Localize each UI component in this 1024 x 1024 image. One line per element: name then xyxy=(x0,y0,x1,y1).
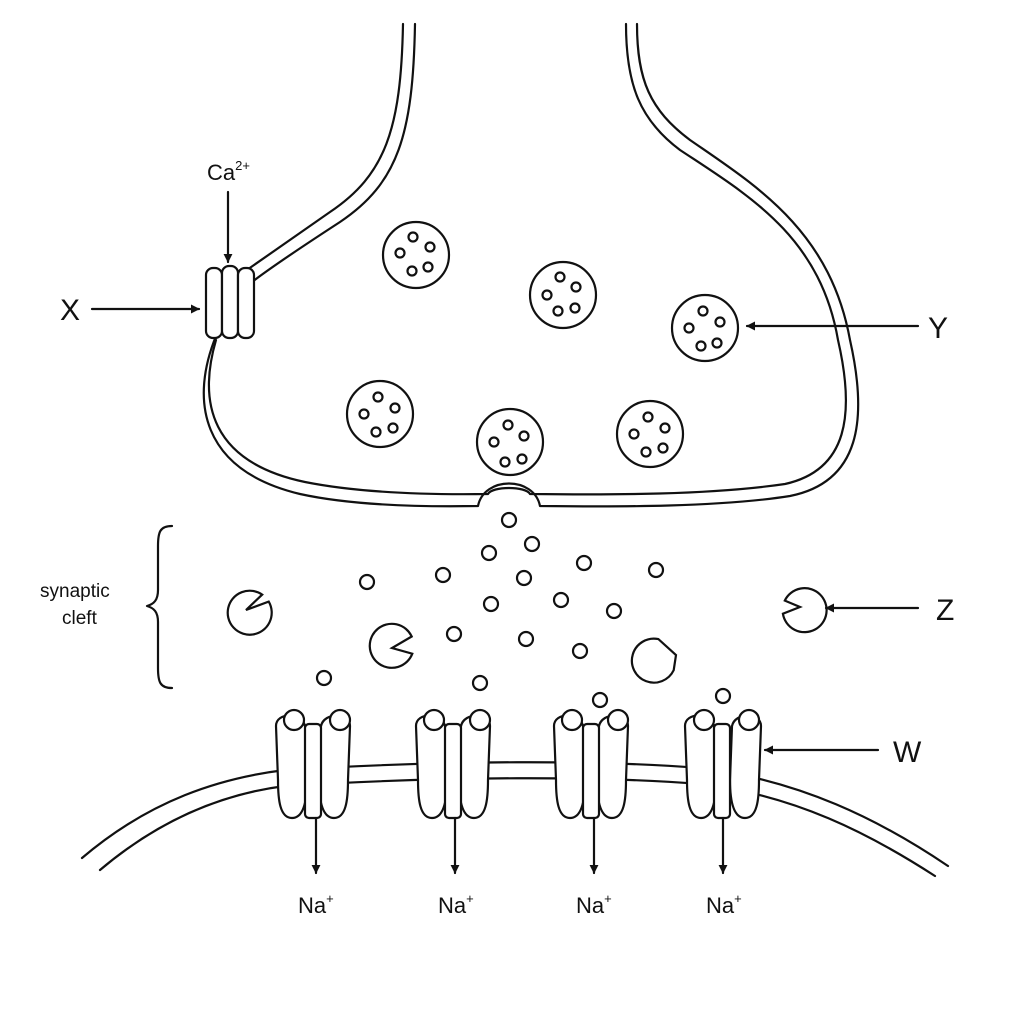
receptor-channel xyxy=(414,708,492,875)
enzymes xyxy=(226,587,828,684)
synaptic-vesicles xyxy=(345,220,740,477)
vesicle xyxy=(615,399,685,469)
label-synaptic: synaptic xyxy=(40,581,110,602)
presynaptic-terminal xyxy=(202,22,860,508)
enzyme xyxy=(630,637,678,684)
calcium-channel xyxy=(204,264,256,340)
vesicle xyxy=(381,220,451,290)
pointer-arrows xyxy=(90,190,920,755)
label-calcium: Ca2+ xyxy=(207,158,250,185)
receptor-channel xyxy=(274,708,352,875)
label-sodium: Na+ xyxy=(706,891,742,918)
fusing-vesicle xyxy=(475,407,545,477)
enzyme xyxy=(226,589,273,636)
presynaptic-membrane-inner xyxy=(207,22,847,496)
enzyme xyxy=(781,587,828,634)
cleft-brace xyxy=(145,524,174,690)
label-sodium: Na+ xyxy=(298,891,334,918)
label-sodium: Na+ xyxy=(576,891,612,918)
receptor-channels xyxy=(274,708,763,875)
vesicle xyxy=(345,379,415,449)
label-cleft: cleft xyxy=(62,608,98,629)
vesicle xyxy=(670,293,740,363)
vesicle xyxy=(528,260,598,330)
receptor-channel xyxy=(683,708,763,875)
enzyme xyxy=(368,622,414,669)
label-x: X xyxy=(60,294,80,327)
label-y: Y xyxy=(928,312,948,345)
label-w: W xyxy=(893,736,922,769)
label-z: Z xyxy=(936,594,954,627)
neurotransmitter-molecules xyxy=(315,511,732,709)
postsynaptic-membrane xyxy=(80,761,950,878)
receptor-channel xyxy=(552,708,630,875)
label-sodium: Na+ xyxy=(438,891,474,918)
presynaptic-membrane-outer xyxy=(202,22,860,508)
